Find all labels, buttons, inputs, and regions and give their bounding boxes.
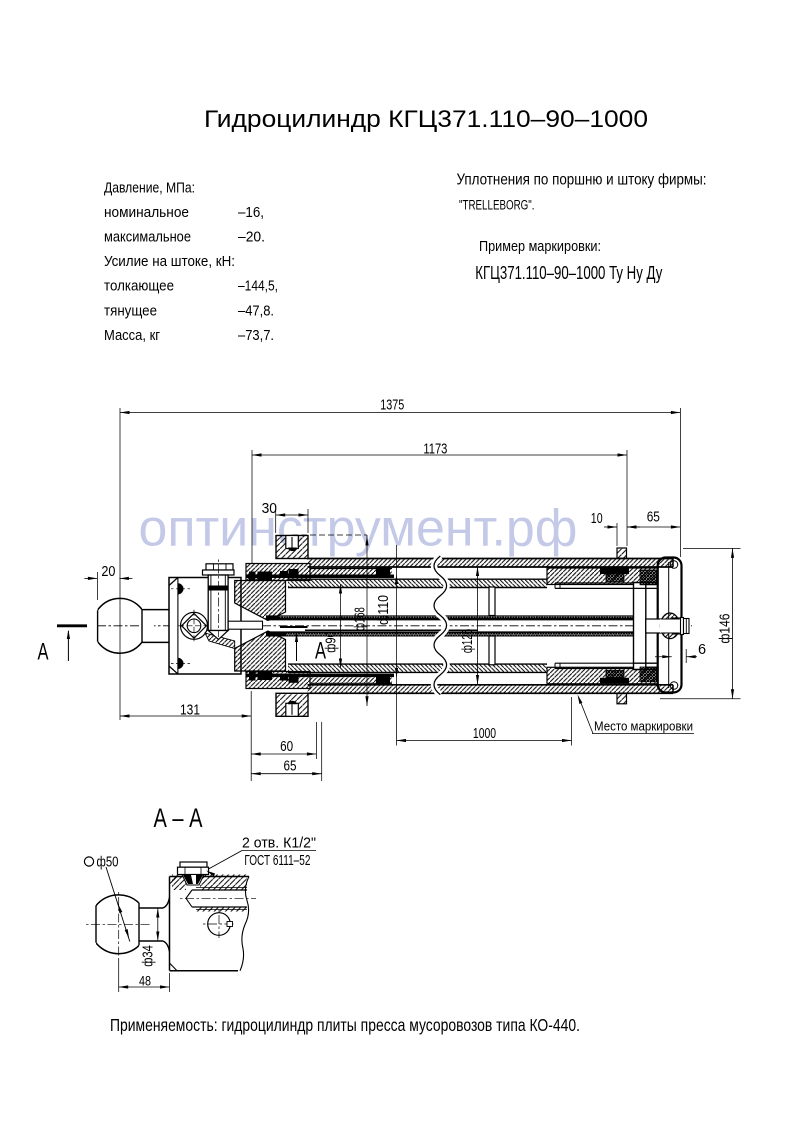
svg-text:–20.: –20. bbox=[238, 229, 265, 246]
svg-text:ф126: ф126 bbox=[460, 629, 476, 653]
svg-text:Усилие на штоке, кН:: Усилие на штоке, кН: bbox=[104, 253, 235, 270]
svg-text:А – А: А – А bbox=[154, 803, 203, 833]
svg-text:–73,7.: –73,7. bbox=[238, 327, 274, 344]
svg-text:ф146: ф146 bbox=[718, 614, 734, 644]
svg-text:1375: 1375 bbox=[380, 397, 404, 413]
svg-text:оптинструмент.рф: оптинструмент.рф bbox=[139, 500, 578, 558]
svg-text:48: 48 bbox=[139, 974, 151, 989]
svg-text:КГЦ371.110–90–1000 Ту Ну Ду: КГЦ371.110–90–1000 Ту Ну Ду bbox=[475, 263, 662, 283]
svg-text:ф34: ф34 bbox=[141, 945, 157, 967]
svg-text:20: 20 bbox=[101, 564, 115, 580]
svg-text:А: А bbox=[315, 638, 326, 665]
svg-text:131: 131 bbox=[180, 703, 200, 719]
svg-text:2 отв. К1/2": 2 отв. К1/2" bbox=[242, 836, 316, 852]
svg-text:Применяемость: гидроцилиндр пл: Применяемость: гидроцилиндр плиты пресса… bbox=[110, 1015, 580, 1035]
svg-text:1000: 1000 bbox=[473, 726, 496, 742]
svg-text:А: А bbox=[38, 638, 49, 665]
svg-text:ГОСТ 6111–52: ГОСТ 6111–52 bbox=[244, 853, 310, 869]
svg-text:максимальное: максимальное bbox=[104, 229, 191, 246]
svg-text:Давление, МПа:: Давление, МПа: bbox=[104, 179, 195, 196]
svg-text:номинальное: номинальное bbox=[104, 204, 189, 221]
svg-text:тянущее: тянущее bbox=[104, 302, 157, 319]
svg-text:–47,8.: –47,8. bbox=[238, 302, 274, 319]
svg-text:30: 30 bbox=[262, 501, 277, 517]
svg-text:10: 10 bbox=[591, 511, 603, 527]
svg-text:толкающее: толкающее bbox=[104, 278, 174, 295]
svg-text:Гидроцилиндр КГЦ371.110–90–100: Гидроцилиндр КГЦ371.110–90–1000 bbox=[204, 106, 648, 133]
svg-text:Место маркировки: Место маркировки bbox=[594, 720, 693, 734]
svg-text:ф50: ф50 bbox=[97, 855, 119, 871]
svg-text:1173: 1173 bbox=[423, 442, 447, 458]
svg-text:60: 60 bbox=[280, 739, 293, 755]
svg-text:6: 6 bbox=[698, 642, 706, 658]
svg-text:65: 65 bbox=[284, 759, 297, 775]
svg-text:ф168: ф168 bbox=[353, 607, 369, 631]
svg-text:ф90: ф90 bbox=[324, 631, 340, 652]
svg-text:–16,: –16, bbox=[238, 204, 264, 221]
svg-text:Пример маркировки:: Пример маркировки: bbox=[479, 238, 601, 255]
svg-text:–144,5,: –144,5, bbox=[238, 278, 278, 295]
svg-text:Уплотнения по поршню и штоку ф: Уплотнения по поршню и штоку фирмы: bbox=[457, 172, 707, 189]
svg-text:"TRELLEBORG".: "TRELLEBORG". bbox=[459, 197, 535, 212]
svg-text:Масса, кг: Масса, кг bbox=[104, 327, 160, 344]
svg-text:65: 65 bbox=[647, 509, 660, 525]
svg-text:ф110: ф110 bbox=[376, 595, 392, 625]
